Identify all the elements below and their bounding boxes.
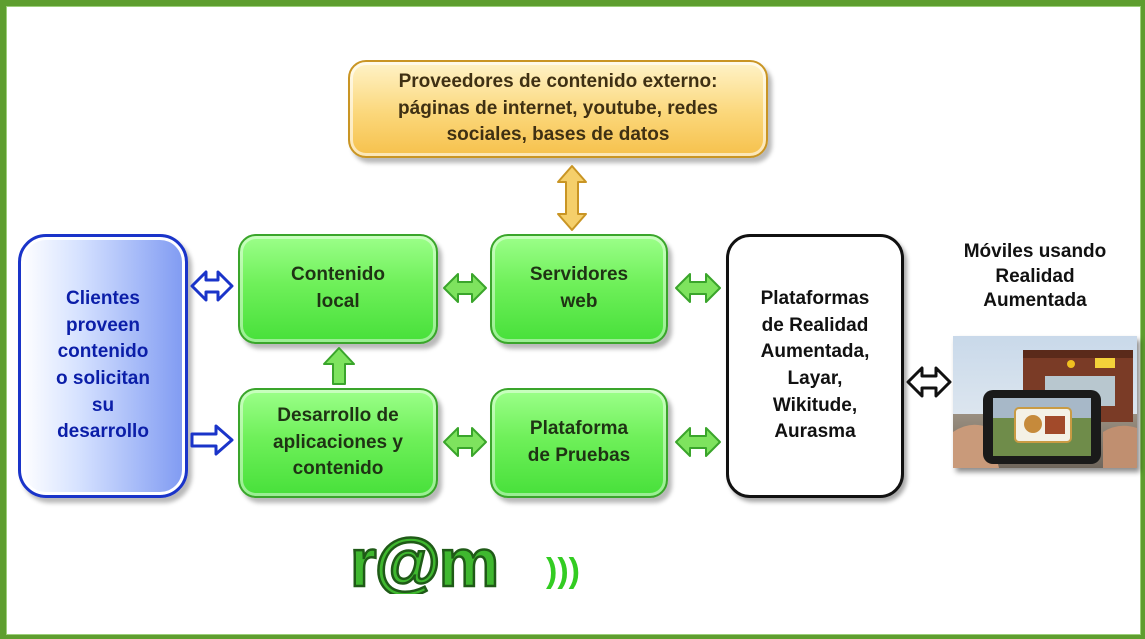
double-arrow-webservers-arplatforms	[675, 273, 721, 303]
arrow-appdev-localcontent	[323, 347, 355, 385]
double-arrow-appdev-testplatform	[443, 427, 487, 457]
external-providers-text: Proveedores de contenido externo: página…	[398, 71, 718, 146]
app-development-box: Desarrollo de aplicaciones y contenido	[238, 388, 438, 498]
arrow-clients-appdev	[190, 424, 234, 456]
double-arrow-testplatform-arplatforms	[675, 427, 721, 457]
ram-logo: r@m )))	[349, 532, 580, 594]
ar-platforms-text: Plataformas de Realidad Aumentada, Layar…	[760, 288, 870, 443]
clients-text: Clientes proveen contenido o solicitan s…	[56, 288, 150, 443]
mobile-ar-label: Móviles usando Realidad Aumentada	[963, 241, 1107, 312]
test-platform-text: Plataforma de Pruebas	[527, 418, 631, 466]
double-arrow-arplatforms-mobile	[906, 366, 952, 398]
app-development-text: Desarrollo de aplicaciones y contenido	[273, 405, 403, 480]
web-servers-text: Servidores web	[529, 264, 629, 312]
local-content-box: Contenido local	[238, 234, 438, 344]
external-providers-box: Proveedores de contenido externo: página…	[348, 60, 768, 158]
web-servers-box: Servidores web	[490, 234, 668, 344]
clients-box: Clientes proveen contenido o solicitan s…	[18, 234, 188, 498]
test-platform-box: Plataforma de Pruebas	[490, 388, 668, 498]
double-arrow-clients-localcontent	[190, 270, 234, 302]
logo-signal-icon: )))	[546, 552, 580, 590]
double-arrow-providers-webservers	[557, 165, 587, 231]
logo-text: r@m	[350, 532, 497, 594]
double-arrow-localcontent-webservers	[443, 273, 487, 303]
ar-platforms-box: Plataformas de Realidad Aumentada, Layar…	[726, 234, 904, 498]
mobile-ar-photo	[953, 336, 1137, 468]
local-content-text: Contenido local	[291, 264, 385, 312]
